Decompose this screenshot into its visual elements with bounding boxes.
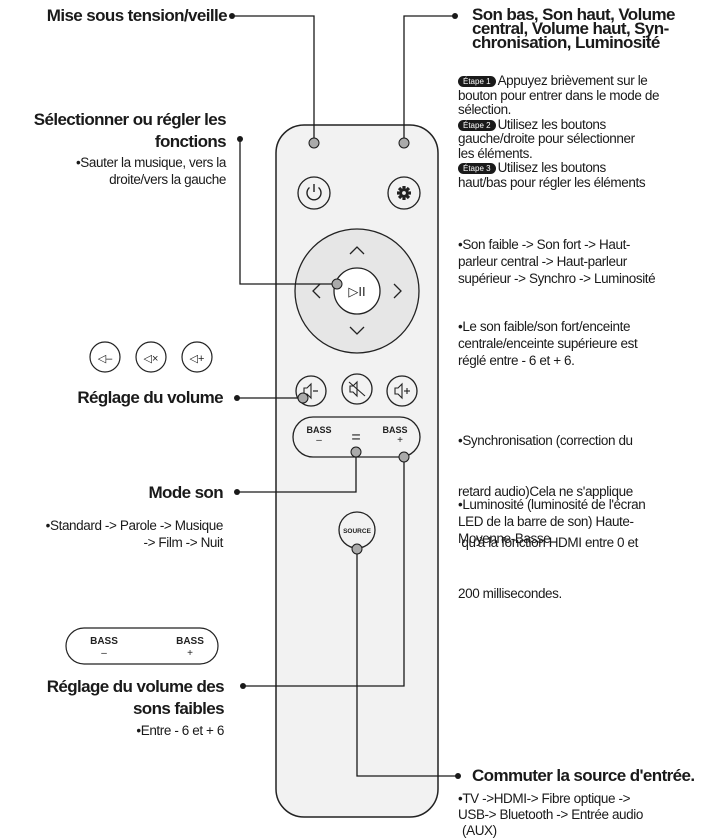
note-4: •Luminosité (luminosité de l'écran LED d… bbox=[458, 497, 646, 546]
connector-source bbox=[356, 549, 458, 777]
play-pause-icon: ▷II bbox=[348, 284, 365, 299]
gear-icon bbox=[397, 186, 411, 200]
volume-up-button[interactable] bbox=[386, 375, 418, 407]
legend-bass-pill: BASS – BASS + bbox=[65, 627, 219, 665]
legend-vol-minus: ◁– bbox=[98, 353, 113, 365]
volume-title: Réglage du volume bbox=[77, 388, 223, 407]
mode-desc: •Standard -> Parole -> Musique -> Film -… bbox=[45, 517, 224, 551]
source-button[interactable]: SOURCE bbox=[338, 511, 376, 549]
source-block: Commuter la source d'entrée. bbox=[472, 767, 721, 784]
settings-title-line2: central, Volume haut, Syn- bbox=[472, 19, 669, 38]
connector-select bbox=[239, 139, 337, 285]
legend-bass-plus-sign: + bbox=[187, 648, 193, 659]
source-label: SOURCE bbox=[343, 528, 371, 535]
marker-volume bbox=[297, 392, 309, 404]
marker-select bbox=[331, 278, 343, 290]
bass-plus-sign: + bbox=[397, 435, 403, 446]
legend-vol-plus: ◁+ bbox=[190, 353, 205, 365]
chevron-up-icon bbox=[349, 246, 365, 255]
select-desc-line1: •Sauter la musique, vers la bbox=[75, 155, 226, 170]
select-block: Sélectionner ou régler les fonctions •Sa… bbox=[33, 110, 227, 188]
legend-bass-plus-top: BASS bbox=[176, 636, 204, 647]
mode-block: Mode son bbox=[148, 484, 223, 501]
play-pause-button[interactable] bbox=[333, 267, 381, 315]
marker-bass bbox=[398, 451, 410, 463]
mode-desc-line2: -> Film -> Nuit bbox=[143, 535, 223, 550]
marker-settings bbox=[398, 137, 410, 149]
marker-power bbox=[308, 137, 320, 149]
legend-volume-buttons: ◁– ◁× ◁+ bbox=[89, 341, 213, 373]
mode-sign: = bbox=[351, 429, 360, 446]
select-title-line1: Sélectionner ou régler les bbox=[33, 110, 227, 129]
mode-title: Mode son bbox=[148, 483, 223, 502]
chevron-left-icon bbox=[312, 283, 321, 299]
dpad[interactable]: ▷II bbox=[294, 228, 420, 354]
power-button[interactable] bbox=[297, 176, 331, 210]
mode-desc-line1: •Standard -> Parole -> Musique bbox=[45, 518, 224, 533]
power-title: Mise sous tension/veille bbox=[46, 6, 228, 25]
mute-button[interactable] bbox=[341, 373, 373, 405]
marker-source bbox=[351, 543, 363, 555]
bass-desc: •Entre - 6 et + 6 bbox=[136, 723, 224, 738]
note-2: •Le son faible/son fort/enceinte central… bbox=[458, 319, 638, 368]
legend-bass-minus-sign: – bbox=[101, 648, 107, 659]
connector-mode bbox=[237, 452, 357, 493]
bass-block: Réglage du volume des sons faibles •Entr… bbox=[46, 677, 225, 739]
chevron-down-icon bbox=[349, 326, 365, 335]
settings-block: Son bas, Son haut, Volume central, Volum… bbox=[472, 5, 721, 52]
select-desc-line2: droite/vers la gauche bbox=[109, 172, 226, 187]
bass-minus-top: BASS bbox=[306, 425, 331, 435]
connector-power bbox=[232, 15, 315, 143]
chevron-right-icon bbox=[393, 283, 402, 299]
bass-title-line2: sons faibles bbox=[132, 699, 225, 718]
step-2-badge: Étape 2 bbox=[458, 119, 496, 131]
connector-bass bbox=[243, 457, 405, 687]
settings-title-line3: chronisation, Luminosité bbox=[472, 33, 660, 52]
bass-minus-sign: – bbox=[316, 435, 322, 446]
select-title-line2: fonctions bbox=[154, 132, 227, 151]
power-icon bbox=[306, 186, 322, 201]
source-title: Commuter la source d'entrée. bbox=[472, 766, 695, 785]
source-desc: •TV ->HDMI-> Fibre optique -> USB-> Blue… bbox=[458, 791, 643, 838]
note-1: •Son faible -> Son fort -> Haut- parleur… bbox=[458, 237, 656, 286]
bass-title-line1: Réglage du volume des bbox=[46, 677, 225, 696]
step-3-badge: Étape 3 bbox=[458, 163, 496, 174]
settings-button[interactable] bbox=[387, 176, 421, 210]
settings-title-line1: Son bas, Son haut, Volume bbox=[472, 5, 675, 24]
legend-bass-minus-top: BASS bbox=[90, 636, 118, 647]
bass-plus-top: BASS bbox=[382, 425, 407, 435]
note-3: •Synchronisation (correction du retard a… bbox=[458, 433, 638, 601]
marker-mode bbox=[350, 446, 362, 458]
legend-mute: ◁× bbox=[144, 353, 159, 365]
speaker-plus-icon bbox=[394, 382, 403, 400]
connector-settings bbox=[403, 15, 455, 143]
step-1-badge: Étape 1 bbox=[458, 76, 496, 87]
